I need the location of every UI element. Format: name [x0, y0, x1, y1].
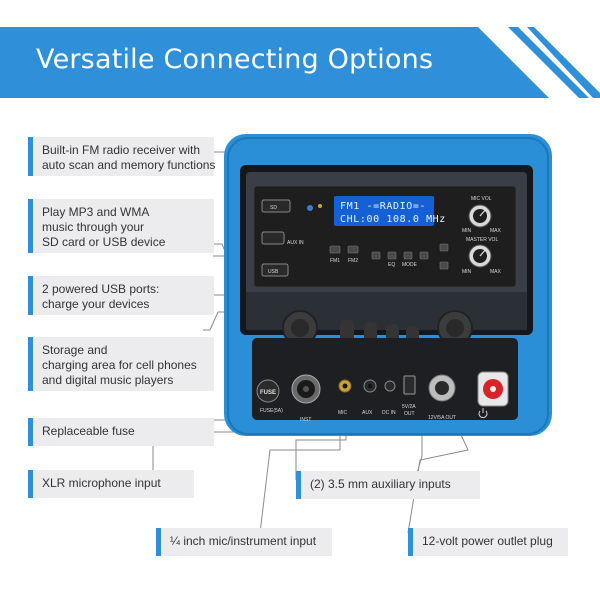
aux-in-label: AUX IN: [287, 240, 304, 246]
aux-label: AUX: [362, 410, 373, 416]
fm1-label: FM1: [330, 258, 340, 264]
mode-button[interactable]: [403, 251, 413, 260]
mode-label: MODE: [402, 262, 418, 268]
dc-in-label: DC IN: [382, 410, 396, 416]
led-indicator-icon: [307, 205, 313, 211]
svg-text:MAX: MAX: [490, 228, 502, 234]
fuse-button-label: FUSE: [260, 390, 276, 396]
svg-text:MAX: MAX: [490, 269, 502, 275]
callout-power-outlet: 12-volt power outlet plug: [408, 528, 568, 556]
lcd-line-1: FM1 -=RADIO=-: [340, 201, 426, 212]
fuse-label: FUSE(5A): [260, 408, 283, 414]
callout-storage: Storage and charging area for cell phone…: [28, 337, 214, 391]
mic-vol-label: MIC VOL: [471, 196, 492, 202]
fm2-button[interactable]: [347, 245, 359, 254]
inst-label: INST: [300, 417, 311, 423]
usb-out-label-1: 5V/2A: [402, 404, 416, 410]
eq-button[interactable]: [387, 251, 397, 260]
callout-fm-radio: Built-in FM radio receiver with auto sca…: [28, 137, 215, 176]
fm1-button[interactable]: [329, 245, 341, 254]
header-banner: [0, 27, 600, 98]
fm2-label: FM2: [348, 258, 358, 264]
callout-xlr: XLR microphone input: [28, 470, 194, 498]
usb-out-label-2: OUT: [404, 411, 415, 417]
svg-text:MIN: MIN: [462, 269, 472, 275]
callout-mp3: Play MP3 and WMA music through your SD c…: [28, 199, 214, 253]
usb-label: USB: [268, 269, 279, 275]
fuse-holder[interactable]: [256, 379, 280, 403]
svg-text:SD: SD: [270, 205, 277, 211]
dc-in-jack[interactable]: [384, 380, 396, 392]
usb-out-port[interactable]: [403, 375, 416, 395]
callout-aux: (2) 3.5 mm auxiliary inputs: [296, 471, 480, 499]
callout-usb-ports: 2 powered USB ports: charge your devices: [28, 276, 214, 315]
power-icon: [478, 408, 488, 419]
svg-text:MIN: MIN: [462, 228, 472, 234]
page-title: Versatile Connecting Options: [36, 44, 434, 75]
power-out-label: 12V/5A OUT: [428, 415, 456, 421]
callout-instrument: ¼ inch mic/instrument input: [156, 528, 332, 556]
lcd-line-2: CHL:00 108.0 MHz: [340, 214, 446, 225]
mic-label: MIC: [338, 410, 348, 416]
eq-label: EQ: [388, 262, 395, 268]
master-vol-label: MASTER VOL: [466, 237, 498, 243]
callout-fuse: Replaceable fuse: [28, 418, 214, 446]
